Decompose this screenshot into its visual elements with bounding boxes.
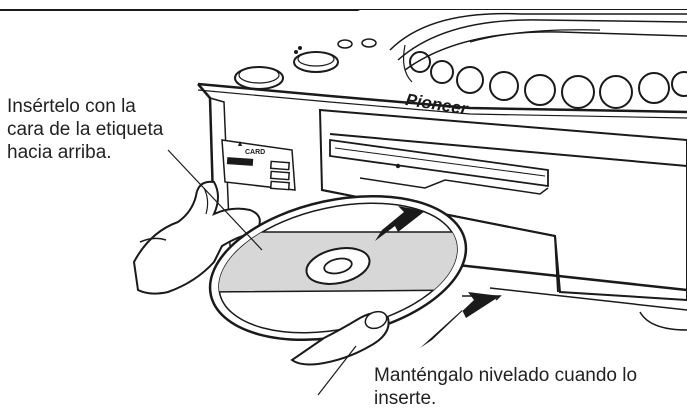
up-arrow-icon	[375, 206, 425, 241]
hand	[132, 180, 261, 295]
caption-line: Manténgalo nivelado cuando lo	[374, 365, 638, 386]
jog-wheel	[389, 12, 687, 109]
leader-line-top	[167, 149, 263, 251]
caption-line: cara de la etiqueta	[7, 119, 164, 140]
thumb	[290, 312, 390, 366]
disc	[206, 194, 470, 342]
front-top-edge	[197, 82, 687, 114]
leader-line-bottom	[317, 345, 357, 396]
up-arrow-icon	[420, 292, 500, 348]
caption-line: hacia arriba.	[7, 142, 112, 163]
caption-label-side: Insértelo con la cara de la etiqueta hac…	[7, 95, 163, 164]
player-base	[429, 260, 687, 292]
caption-keep-level: Manténgalo nivelado cuando lo inserte.	[374, 364, 637, 410]
card-slot-panel: CARD	[221, 139, 296, 191]
player-top-surface	[200, 10, 687, 110]
caption-line: Insértelo con la	[7, 96, 136, 117]
caption-line: inserte.	[374, 388, 437, 409]
card-label: CARD	[245, 149, 265, 156]
top-buttons	[234, 38, 377, 90]
